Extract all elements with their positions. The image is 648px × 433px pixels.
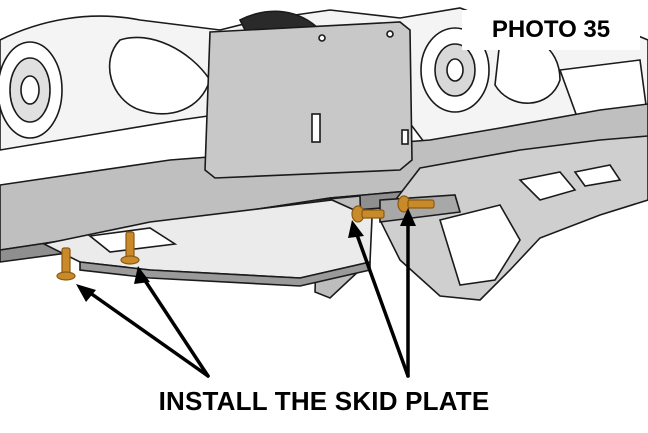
- right-bolts: [351, 195, 435, 223]
- vertical-bracket: [204, 21, 413, 179]
- photo-label: PHOTO 35: [462, 10, 640, 50]
- left-bolts: [56, 231, 140, 281]
- caption: INSTALL THE SKID PLATE: [158, 386, 490, 416]
- right-frame-rail: [379, 135, 648, 301]
- arrow-heads: [76, 208, 416, 302]
- callout-arrows: [84, 218, 410, 378]
